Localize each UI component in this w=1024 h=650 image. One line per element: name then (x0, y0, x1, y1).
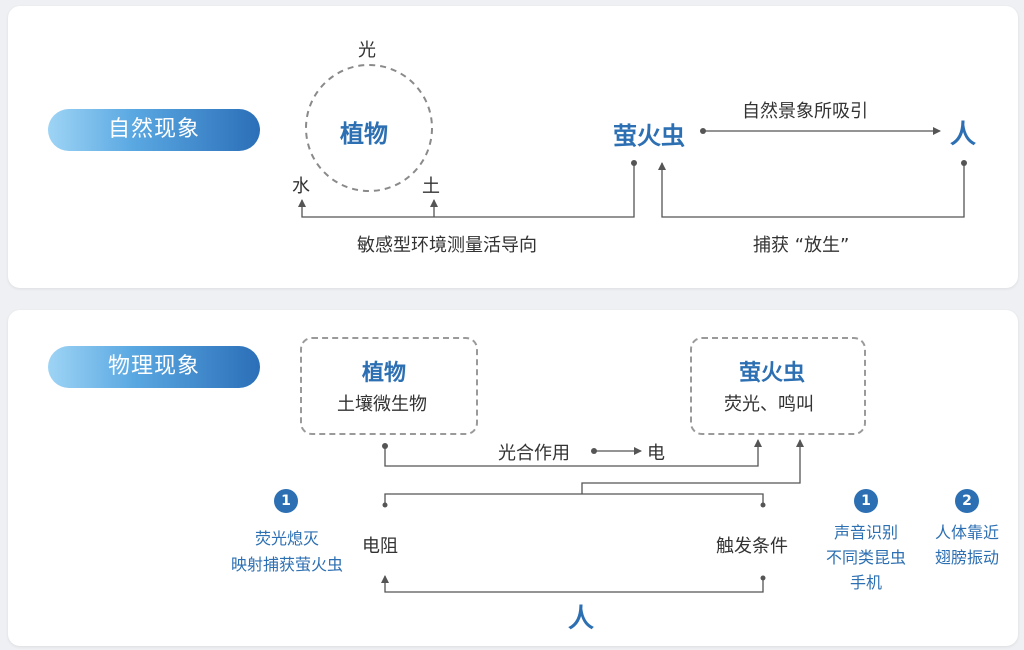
right-note2-line1: 人体靠近 (934, 523, 999, 542)
right-note1-number: 1 (854, 489, 878, 513)
right-note1-line1: 声音识别 (833, 523, 898, 542)
firefly-box-title: 萤火虫 (739, 361, 806, 386)
firefly-label: 萤火虫 (613, 122, 685, 150)
human-label: 人 (950, 120, 977, 150)
plant-to-firefly-connector (384, 439, 762, 467)
photosynthesis-label: 光合作用 (498, 443, 570, 464)
catch-release-label: 捕获 “放生” (753, 235, 850, 256)
firefly-box (690, 337, 866, 435)
plant-cycle-circle (305, 64, 433, 192)
right-note2-line2: 翅膀振动 (934, 548, 999, 567)
trigger-condition-label: 触发条件 (716, 536, 788, 557)
natural-phenomena-title: 自然现象 (48, 109, 260, 151)
left-note-line2: 映射捕获萤火虫 (230, 555, 343, 574)
water-label: 水 (292, 176, 310, 197)
firefly-box-subtitle: 荧光、鸣叫 (724, 394, 814, 415)
plant-box (300, 337, 478, 435)
left-note-number: 1 (274, 489, 298, 513)
resistance-trigger-bracket (384, 493, 764, 505)
right-note1-line3: 手机 (849, 573, 882, 592)
electricity-label: 电 (647, 443, 665, 464)
human-connector (381, 575, 764, 593)
right-note2-number: 2 (955, 489, 979, 513)
bracket-to-firefly-connector (581, 439, 804, 494)
light-label: 光 (358, 40, 376, 61)
human-label-physical: 人 (568, 604, 595, 634)
plant-box-subtitle: 土壤微生物 (337, 394, 427, 415)
sensor-connector (298, 163, 635, 218)
release-connector (658, 162, 965, 218)
plant-label: 植物 (340, 120, 388, 148)
left-note-line1: 荧光熄灭 (254, 529, 319, 548)
plant-box-title: 植物 (362, 361, 407, 386)
soil-label: 土 (422, 176, 440, 197)
physical-phenomena-title: 物理现象 (48, 346, 260, 388)
resistance-label: 电阻 (362, 536, 398, 557)
sensor-label: 敏感型环境测量活导向 (357, 235, 537, 256)
attract-label: 自然景象所吸引 (742, 101, 868, 122)
right-note1-line2: 不同类昆虫 (825, 548, 906, 567)
